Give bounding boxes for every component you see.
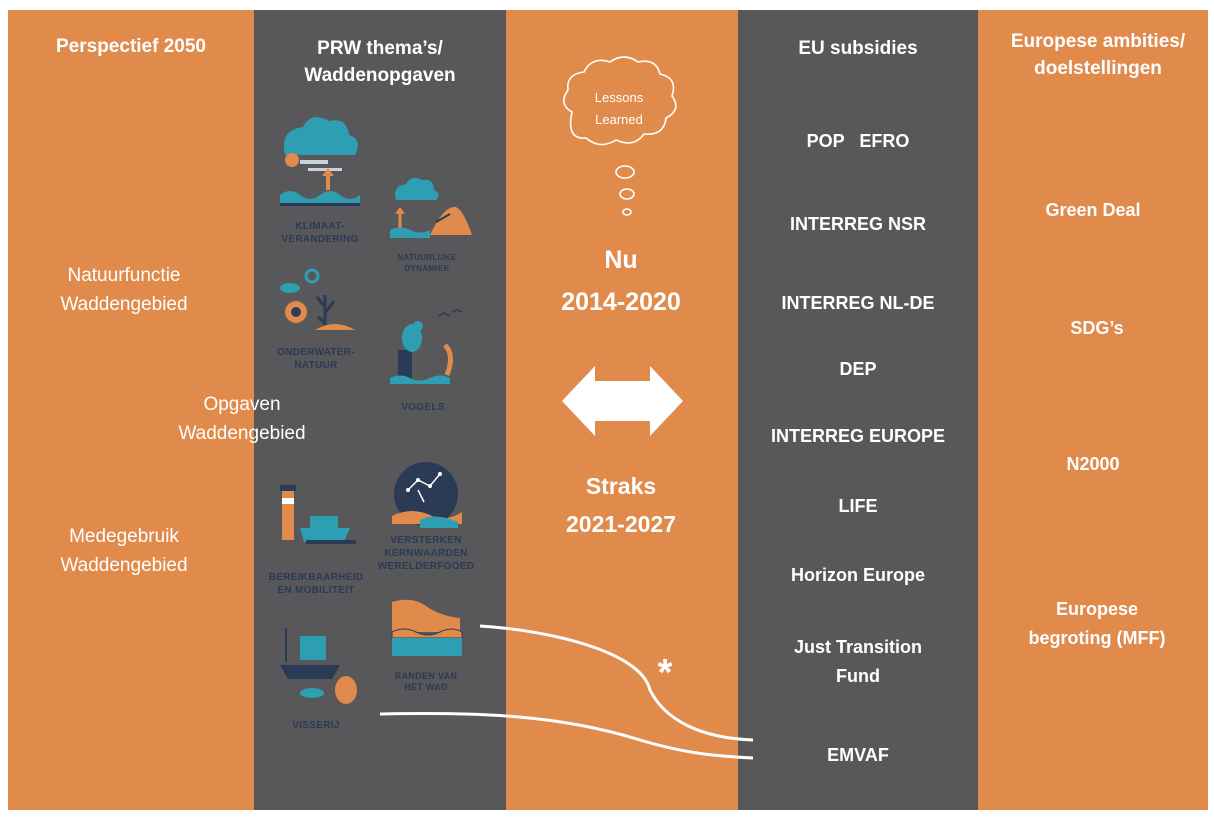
- ambitie-begroting: begroting (MFF): [1028, 628, 1166, 648]
- caption-onderwater-line1: ONDERWATER-: [277, 347, 355, 358]
- header-prw-line1: PRW thema’s/: [317, 38, 443, 59]
- klimaatverandering-icon: [280, 117, 360, 206]
- subsidy-interreg-nsr: INTERREG NSR: [789, 214, 927, 234]
- caption-bereik-line2: EN MOBILITEIT: [277, 585, 355, 596]
- subsidy-pop-efro: POP EFRO: [806, 131, 910, 151]
- subsidy-dep: DEP: [839, 359, 877, 379]
- column-eu-subsidies: [738, 10, 978, 810]
- bereikbaarheid-icon: [280, 485, 356, 544]
- ambitie-sdgs: SDG’s: [1070, 318, 1124, 338]
- subsidy-fund: Fund: [836, 666, 880, 686]
- caption-versterken-line1: VERSTERKEN: [390, 535, 462, 546]
- label-opgaven-line1: Opgaven: [203, 394, 281, 415]
- caption-klimaat-line2: VERANDERING: [281, 234, 359, 245]
- subsidy-just-transition: Just Transition: [793, 637, 923, 657]
- label-medegebruik-line2: Waddengebied: [60, 555, 188, 576]
- caption-klimaat-line1: KLIMAAT-: [295, 221, 345, 232]
- cloud-text-line2: Learned: [595, 112, 643, 127]
- caption-visserij: VISSERIJ: [292, 720, 340, 731]
- caption-versterken-line2: KERNWAARDEN: [384, 548, 468, 559]
- caption-onderwater-line2: NATUUR: [294, 360, 338, 371]
- caption-randen-line1: RANDEN VAN: [394, 671, 458, 681]
- randen-van-het-wad-icon: [391, 599, 463, 656]
- double-arrow-icon: [562, 366, 683, 436]
- connector-lines: [379, 624, 754, 760]
- label-natuurfunctie-line2: Waddengebied: [60, 294, 188, 315]
- caption-bereik-line1: BEREIKBAARHEID: [268, 572, 364, 583]
- caption-randen-line2: HET WAD: [404, 682, 448, 692]
- column-europese-ambities: [978, 10, 1208, 810]
- thought-cloud-icon: [563, 56, 677, 216]
- header-ambities-line1: Europese ambities/: [1010, 31, 1186, 52]
- label-medegebruik-line1: Medegebruik: [69, 526, 179, 547]
- ambitie-europese: Europese: [1055, 599, 1139, 619]
- subsidy-interreg-europe: INTERREG EUROPE: [770, 426, 946, 446]
- label-straks: Straks: [585, 473, 657, 499]
- caption-natuurlijke-line1: NATUURLIJKE: [397, 253, 457, 262]
- label-nu-period: 2014-2020: [561, 288, 681, 316]
- onderwaternatuur-icon: [280, 268, 355, 330]
- subsidy-horizon-europe: Horizon Europe: [791, 565, 925, 585]
- ambitie-n2000: N2000: [1066, 454, 1120, 474]
- vogels-icon: [390, 309, 463, 384]
- caption-natuurlijke-line2: DYNAMIEK: [404, 264, 450, 273]
- subsidy-emvaf: EMVAF: [827, 745, 889, 765]
- header-ambities-line2: doelstellingen: [1034, 58, 1162, 79]
- cloud-text-line1: Lessons: [594, 90, 644, 105]
- header-prw-line2: Waddenopgaven: [304, 65, 456, 86]
- subsidy-life: LIFE: [838, 496, 878, 516]
- natuurlijke-dynamiek-icon: [390, 177, 472, 238]
- column-perspectief: [8, 10, 254, 810]
- header-eu-subsidies: EU subsidies: [798, 38, 918, 59]
- label-nu: Nu: [604, 246, 638, 274]
- asterisk-marker: *: [657, 652, 673, 694]
- visserij-icon: [280, 628, 357, 704]
- label-natuurfunctie-line1: Natuurfunctie: [67, 265, 181, 286]
- header-perspectief: Perspectief 2050: [56, 36, 206, 57]
- versterken-kernwaarden-icon: [392, 462, 462, 528]
- subsidy-interreg-nl-de: INTERREG NL-DE: [781, 293, 935, 313]
- ambitie-green-deal: Green Deal: [1045, 200, 1141, 220]
- label-straks-period: 2021-2027: [566, 511, 676, 537]
- caption-versterken-line3: WERELDERFGOED: [377, 561, 475, 572]
- label-opgaven-line2: Waddengebied: [178, 423, 306, 444]
- caption-vogels: VOGELS: [401, 402, 445, 413]
